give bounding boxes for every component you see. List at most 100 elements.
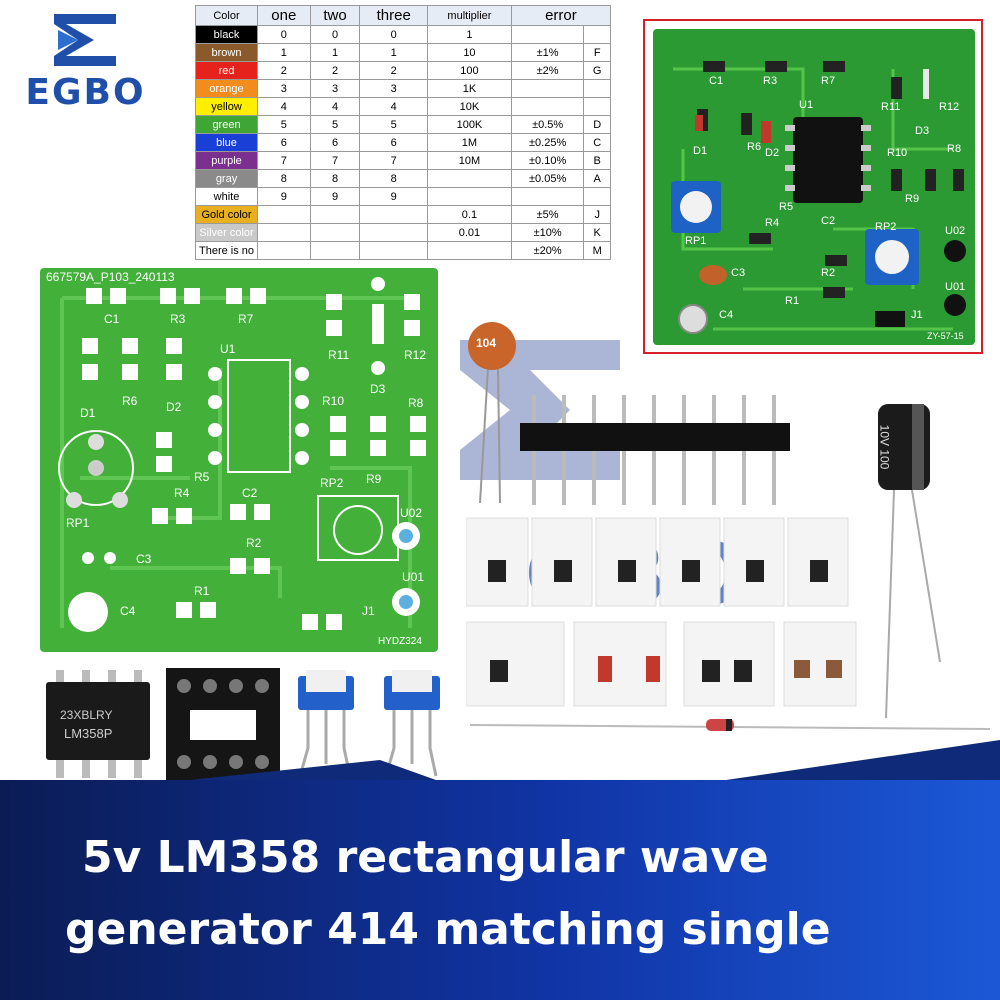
pcb-label: U01	[945, 281, 966, 293]
digit-three-cell	[359, 241, 429, 260]
table-row: There is no±20%M	[194, 241, 611, 260]
pcb-label: R5	[779, 201, 794, 213]
pcb-label: R6	[122, 394, 138, 408]
tolerance-cell	[510, 25, 585, 44]
digit-three-cell	[359, 223, 429, 242]
pcb-label: J1	[362, 604, 375, 618]
pcb-label: R4	[174, 486, 190, 500]
trimmer-potentiometer-icon	[298, 670, 440, 777]
tolerance-cell: ±1%	[510, 43, 585, 62]
tolerance-code-cell	[583, 79, 611, 98]
multiplier-cell: 10K	[427, 97, 512, 116]
digit-two-cell: 7	[309, 151, 361, 170]
pcb-label: D1	[693, 145, 708, 157]
pcb-label: D3	[915, 125, 930, 137]
tolerance-cell: ±5%	[510, 205, 585, 224]
digit-one-cell	[257, 223, 311, 242]
trimmer-potentiometers	[292, 668, 462, 778]
assembled-pcb-traces	[671, 61, 966, 334]
pcb-label: U02	[400, 506, 423, 520]
pcb-label: R11	[328, 348, 350, 362]
pcb-label: R1	[785, 295, 800, 307]
lm358-ic-chip: 23XBLRY LM358P	[42, 670, 154, 780]
ic-chip-icon	[46, 670, 150, 778]
smd-components	[465, 510, 866, 710]
tolerance-code-cell: C	[583, 133, 611, 152]
color-name-cell: Silver color	[194, 223, 259, 242]
tolerance-code-cell: M	[583, 241, 611, 260]
digit-three-cell: 2	[359, 61, 429, 80]
tolerance-cell: ±0.25%	[510, 133, 585, 152]
pcb-label: R2	[821, 267, 836, 279]
multiplier-cell: 10	[427, 43, 512, 62]
color-name-cell: black	[194, 25, 259, 44]
multiplier-cell: 1M	[427, 133, 512, 152]
multiplier-cell: 1	[427, 25, 512, 44]
color-name-cell: yellow	[194, 97, 259, 116]
header-error: error	[510, 5, 612, 26]
tolerance-cell: ±0.10%	[510, 151, 585, 170]
digit-three-cell	[359, 205, 429, 224]
table-header-row: Color one two three multiplier error	[194, 5, 612, 26]
pcb-label: U01	[402, 570, 425, 584]
digit-one-cell: 1	[257, 43, 311, 62]
color-name-cell: white	[194, 187, 259, 206]
tolerance-cell	[510, 79, 585, 98]
pcb-label: D2	[765, 147, 780, 159]
tolerance-code-cell: A	[583, 169, 611, 188]
multiplier-cell	[427, 187, 512, 206]
digit-one-cell: 2	[257, 61, 311, 80]
digit-three-cell: 8	[359, 169, 429, 188]
tolerance-code-cell: F	[583, 43, 611, 62]
pcb-label: R12	[404, 348, 427, 362]
header-multiplier: multiplier	[427, 5, 512, 26]
header-three: three	[359, 5, 429, 26]
digit-one-cell: 5	[257, 115, 311, 134]
logo-mark-icon	[54, 14, 116, 66]
color-name-cell: green	[194, 115, 259, 134]
pcb-label: R4	[765, 217, 780, 229]
digit-three-cell: 4	[359, 97, 429, 116]
tolerance-code-cell: J	[583, 205, 611, 224]
pcb-label: RP2	[875, 221, 897, 233]
tolerance-cell: ±2%	[510, 61, 585, 80]
pcb-label: C1	[709, 75, 724, 87]
color-name-cell: blue	[194, 133, 259, 152]
pcb-label: RP1	[685, 235, 707, 247]
pcb-label: R9	[366, 472, 382, 486]
digit-one-cell: 8	[257, 169, 311, 188]
pcb-label: R1	[194, 584, 210, 598]
pcb-label: R9	[905, 193, 920, 205]
color-name-cell: Gold color	[194, 205, 259, 224]
multiplier-cell: 100K	[427, 115, 512, 134]
digit-three-cell: 6	[359, 133, 429, 152]
tolerance-code-cell	[583, 97, 611, 116]
title-banner: 5v LM358 rectangular wave generator 414 …	[0, 780, 1000, 1000]
pcb-label: C3	[136, 552, 152, 566]
pcb-label: D3	[370, 382, 386, 396]
ic-marking-line2: LM358P	[64, 726, 113, 741]
pcb-label: U1	[799, 99, 814, 111]
assembled-pcb-footer: ZY-57-15	[927, 331, 964, 341]
digit-one-cell: 7	[257, 151, 311, 170]
banner-title-line2: generator 414 matching single	[65, 904, 831, 955]
pcb-label: R8	[408, 396, 424, 410]
digit-two-cell: 0	[309, 25, 361, 44]
pcb-label: R5	[194, 470, 210, 484]
ic-socket	[164, 666, 282, 782]
digit-three-cell: 5	[359, 115, 429, 134]
header-two: two	[309, 5, 361, 26]
pcb-label: C3	[731, 267, 746, 279]
ic-marking-line1: 23XBLRY	[60, 708, 113, 722]
pcb-serial: 667579A_P103_240113	[46, 270, 175, 284]
header-one: one	[257, 5, 311, 26]
electrolytic-capacitor-icon	[878, 404, 941, 719]
bare-pcb-traces	[58, 277, 426, 632]
